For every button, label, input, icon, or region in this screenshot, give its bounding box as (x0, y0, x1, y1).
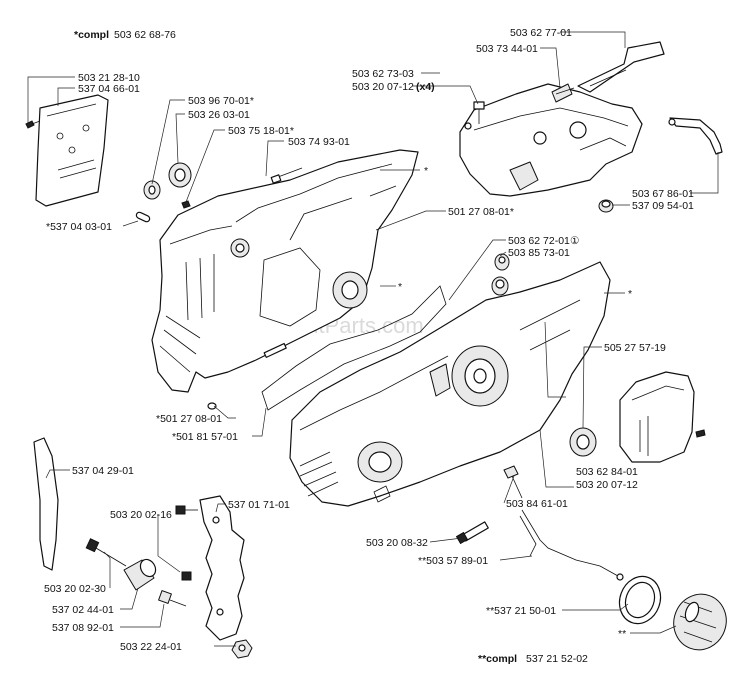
label-503846101: 503 84 61-01 (506, 498, 568, 510)
compl-top-number: 503 62 68-76 (114, 29, 176, 41)
screw-503212810 (25, 120, 41, 129)
label-537215001: **537 21 50-01 (486, 605, 556, 617)
top-cover (459, 83, 643, 197)
label-503222401: 503 22 24-01 (120, 641, 182, 653)
label-503751801: 503 75 18-01* (228, 125, 294, 137)
rod-503678601 (668, 117, 723, 155)
label-503627201: 503 62 72-01 (508, 235, 570, 247)
pin-small (207, 402, 217, 410)
nut-503222401 (231, 639, 253, 659)
label-537046601: 537 04 66-01 (78, 83, 140, 95)
sleeve-503627201 (494, 253, 510, 271)
label-503200216: 503 20 02-16 (110, 509, 172, 521)
star-marker-cover: * (424, 165, 428, 177)
label-x4: (x4) (416, 81, 435, 93)
grommet-537095401 (598, 199, 614, 213)
bolt-503200832 (455, 521, 489, 545)
bolt-503200230 (85, 538, 127, 567)
label-503578901: **503 57 89-01 (418, 555, 488, 567)
crankcase-right (289, 261, 611, 507)
seal-505275719 (569, 427, 597, 457)
label-537089201: 537 08 92-01 (52, 622, 114, 634)
cable-503578901 (519, 509, 624, 581)
crankcase-left (151, 149, 419, 393)
label-501815701: *501 81 57-01 (172, 431, 238, 443)
bar-plate-537042901 (33, 437, 59, 571)
filler-cap (673, 593, 727, 651)
compl-bottom-prefix: **compl (478, 653, 517, 665)
label-505275719: 505 27 57-19 (604, 342, 666, 354)
label-503200712: 503 20 07-12 (576, 479, 638, 491)
label-537095401: 537 09 54-01 (632, 200, 694, 212)
side-cover (619, 371, 706, 463)
label-503200712-x4: 503 20 07-12 (352, 81, 414, 93)
screw-503200216 (175, 505, 198, 515)
screw-mid (181, 571, 192, 581)
compl-bottom-number: 537 21 52-02 (526, 653, 588, 665)
spring-503734401 (551, 83, 575, 103)
label-503212810: 503 21 28-10 (78, 72, 140, 84)
screw-top-cover (464, 101, 485, 130)
label-double-star: ** (618, 628, 626, 640)
bucking-spike-537017101 (199, 495, 245, 641)
label-503627703: 503 62 73-03 (352, 68, 414, 80)
label-503967001: 503 96 70-01* (188, 95, 254, 107)
label-503260301: 503 26 03-01 (188, 109, 250, 121)
label-537017101: 537 01 71-01 (228, 499, 290, 511)
star-marker-right-case: * (628, 288, 632, 300)
label-503678601: 503 67 86-01 (632, 188, 694, 200)
gasket-537215001 (618, 575, 662, 625)
label-503627701: 503 62 77-01 (510, 27, 572, 39)
screw-537089201 (158, 590, 187, 607)
label-503200230: 503 20 02-30 (44, 583, 106, 595)
label-503734401: 503 73 44-01 (476, 43, 538, 55)
label-537040301: *537 04 03-01 (46, 221, 112, 233)
label-503857301: 503 85 73-01 (508, 247, 570, 259)
pin-501270801 (263, 342, 287, 358)
label-503628401: 503 62 84-01 (576, 466, 638, 478)
star-marker-left-case: * (398, 281, 402, 293)
compl-top-prefix: *compl (74, 29, 109, 41)
leader-lines (27, 31, 719, 647)
label-503749301: 503 74 93-01 (288, 136, 350, 148)
label-501270801-right: 501 27 08-01* (448, 206, 514, 218)
gasket-501815701 (261, 285, 447, 411)
sleeve-503857301 (491, 276, 509, 296)
label-537024401: 537 02 44-01 (52, 604, 114, 616)
pin-537040301 (135, 211, 151, 223)
screw-503846101 (503, 465, 523, 499)
label-537042901: 537 04 29-01 (72, 465, 134, 477)
deflector-plate (35, 94, 109, 207)
sleeve-537024401 (123, 558, 157, 591)
bolt-503749301 (270, 167, 303, 184)
label-circled-1: ① (570, 235, 580, 247)
bearing-left (143, 162, 192, 209)
label-503200832: 503 20 08-32 (366, 537, 428, 549)
label-501270801-left: *501 27 08-01 (156, 413, 222, 425)
choke-rod-503627701 (577, 41, 665, 93)
